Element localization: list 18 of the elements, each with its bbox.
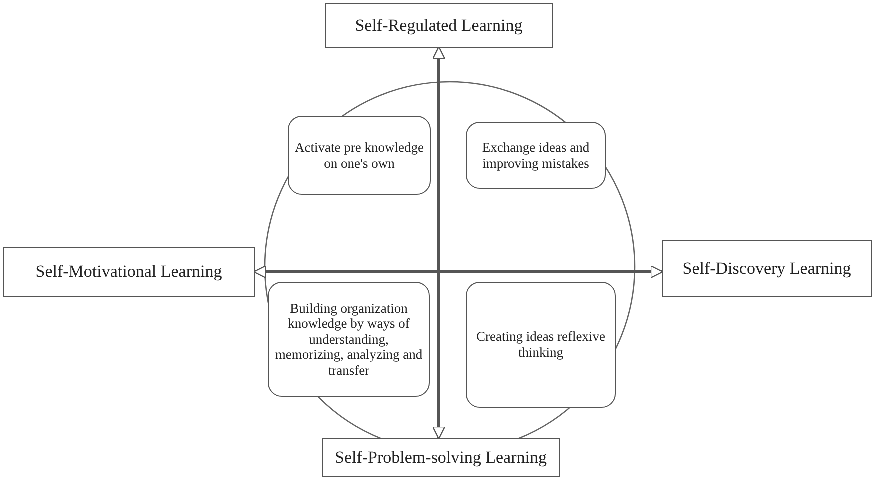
concept-box — [325, 3, 553, 48]
box-text: Self-Problem-solving Learning — [335, 448, 547, 468]
double-arrow — [253, 265, 664, 279]
box-text: Activate pre knowledge on one's own — [295, 140, 424, 172]
box-text: Building organization knowledge by ways of understanding, memorizing, analyzing and transfer — [275, 300, 423, 378]
rounded-box — [288, 116, 431, 195]
concept-box — [662, 240, 872, 297]
rounded-box — [466, 122, 606, 189]
box-text: Self-Motivational Learning — [36, 262, 222, 282]
rounded-box — [466, 282, 616, 408]
box-text: Self-Discovery Learning — [682, 258, 852, 278]
box-text: Creating ideas reflexive thinking — [476, 329, 606, 361]
box-text: Exchange ideas and improving mistakes — [481, 140, 591, 172]
rounded-box — [268, 282, 430, 397]
double-arrow — [432, 46, 446, 440]
box-text: Self-Regulated Learning — [355, 16, 523, 36]
concept-box — [3, 247, 255, 297]
concept-box — [322, 438, 560, 477]
